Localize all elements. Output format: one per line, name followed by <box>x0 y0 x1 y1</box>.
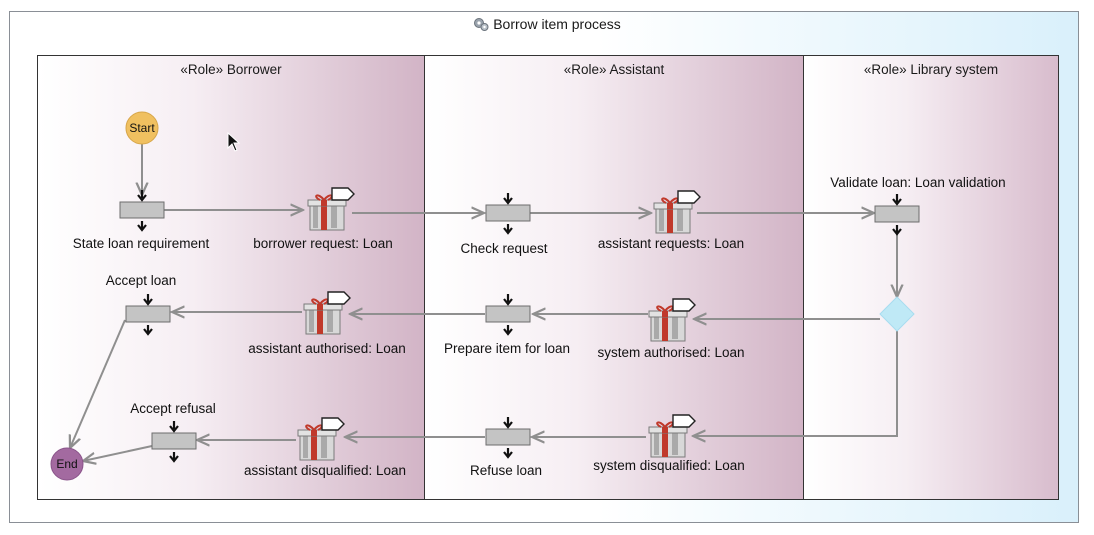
label-assistant-disqualified: assistant disqualified: Loan <box>243 463 407 478</box>
decision-node <box>879 296 915 332</box>
label-accept-refusal: Accept refusal <box>130 401 216 416</box>
lane-system: «Role» Library system <box>804 55 1059 500</box>
lane-title-assistant: «Role» Assistant <box>563 62 665 77</box>
diagram-title: Borrow item process <box>0 16 1094 32</box>
label-assistant-requests: assistant requests: Loan <box>597 236 745 251</box>
label-refuse-loan: Refuse loan <box>469 463 543 478</box>
object-assistant-authorised <box>303 291 351 335</box>
label-prepare-item: Prepare item for loan <box>443 341 571 356</box>
object-system-disqualified <box>648 414 696 458</box>
control-flows <box>70 142 897 461</box>
object-assistant-requests <box>653 190 701 234</box>
label-system-disqualified: system disqualified: Loan <box>593 458 745 473</box>
gear-icon <box>474 18 489 31</box>
end-node <box>50 447 84 481</box>
diagram-title-text: Borrow item process <box>493 16 621 32</box>
action-accept-loan <box>124 292 172 336</box>
label-validate-loan: Validate loan: Loan validation <box>830 175 1006 190</box>
action-refuse-loan <box>484 415 532 459</box>
start-label: Start <box>129 121 155 135</box>
action-accept-refusal <box>150 419 198 463</box>
label-borrower-request: borrower request: Loan <box>253 236 393 251</box>
lane-assistant: «Role» Assistant <box>425 55 804 500</box>
label-accept-loan: Accept loan <box>105 273 177 288</box>
action-state-loan <box>118 188 166 232</box>
lane-title-system: «Role» Library system <box>863 62 999 77</box>
label-check-request: Check request <box>460 241 548 256</box>
object-system-authorised <box>648 298 696 342</box>
mouse-pointer-icon <box>227 132 241 152</box>
label-state-loan: State loan requirement <box>72 236 210 251</box>
action-prepare-item <box>484 292 532 336</box>
label-assistant-authorised: assistant authorised: Loan <box>248 341 406 356</box>
label-system-authorised: system authorised: Loan <box>597 345 745 360</box>
flow-decision-to-sysdisq <box>693 331 898 436</box>
flow-refusal-to-end <box>83 445 153 461</box>
action-check-request <box>484 191 532 235</box>
object-assistant-disqualified <box>297 417 345 461</box>
end-label: End <box>56 457 78 471</box>
object-borrower-request <box>307 187 355 231</box>
lane-borrower: «Role» Borrower <box>37 55 425 500</box>
lane-title-borrower: «Role» Borrower <box>180 62 282 77</box>
action-validate-loan <box>873 192 921 236</box>
start-node <box>125 111 159 145</box>
flow-accept-to-end <box>70 319 126 448</box>
